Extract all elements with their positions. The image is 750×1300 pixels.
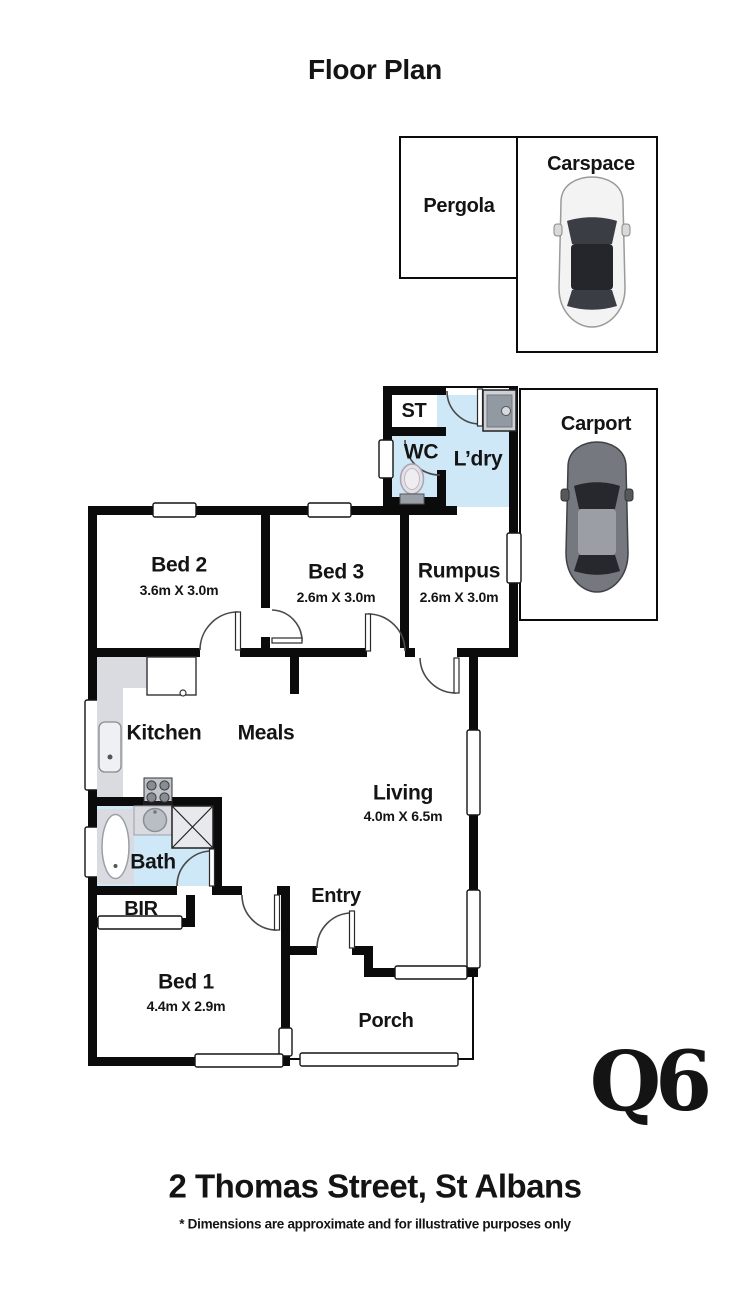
agency-logo: Q6 — [589, 1034, 712, 1130]
bathtub-icon — [97, 809, 134, 884]
page-title: Floor Plan — [308, 54, 442, 85]
room-dims-rumpus: 2.6m X 3.0m — [419, 589, 499, 605]
shower-icon — [171, 805, 214, 849]
room-label-entry: Entry — [311, 885, 361, 907]
toilet-icon — [399, 463, 425, 505]
car-top-view-gray — [560, 441, 634, 593]
room-label-st: ST — [401, 400, 427, 422]
windows — [84, 439, 522, 1068]
oven-icon — [146, 656, 197, 697]
car-top-view-white — [553, 176, 631, 328]
carport-outline — [519, 388, 658, 621]
room-label-kitchen: Kitchen — [126, 721, 202, 745]
stove-icon — [143, 777, 173, 807]
dimensions-disclaimer: * Dimensions are approximate and for ill… — [179, 1216, 571, 1232]
kitchen-fixtures — [97, 656, 197, 807]
room-label-bed2: Bed 2 — [151, 553, 207, 577]
basin-icon — [133, 805, 177, 836]
washing-machine-icon — [482, 389, 517, 432]
room-dims-bed1: 4.4m X 2.9m — [146, 998, 226, 1014]
room-label-bed1: Bed 1 — [158, 970, 214, 994]
room-label-porch: Porch — [358, 1010, 414, 1032]
property-address: 2 Thomas Street, St Albans — [168, 1167, 582, 1205]
room-label-bath: Bath — [130, 850, 176, 874]
room-dims-bed2: 3.6m X 3.0m — [139, 582, 219, 598]
area-label-carport: Carport — [560, 413, 632, 435]
doors — [176, 388, 484, 949]
carspace-outline — [516, 136, 658, 353]
room-label-bir: BIR — [124, 898, 158, 920]
area-label-carspace: Carspace — [547, 153, 635, 175]
room-label-laundry: L’dry — [453, 447, 503, 471]
room-label-meals: Meals — [237, 721, 295, 745]
area-label-pergola: Pergola — [423, 195, 495, 217]
sink-icon — [98, 721, 122, 773]
bathroom-fixtures — [97, 805, 214, 884]
room-dims-bed3: 2.6m X 3.0m — [296, 589, 376, 605]
room-label-living: Living — [372, 781, 434, 805]
room-label-bed3: Bed 3 — [308, 560, 364, 584]
room-label-wc: WC — [403, 440, 439, 464]
room-dims-living: 4.0m X 6.5m — [363, 808, 443, 824]
room-label-rumpus: Rumpus — [417, 559, 501, 583]
